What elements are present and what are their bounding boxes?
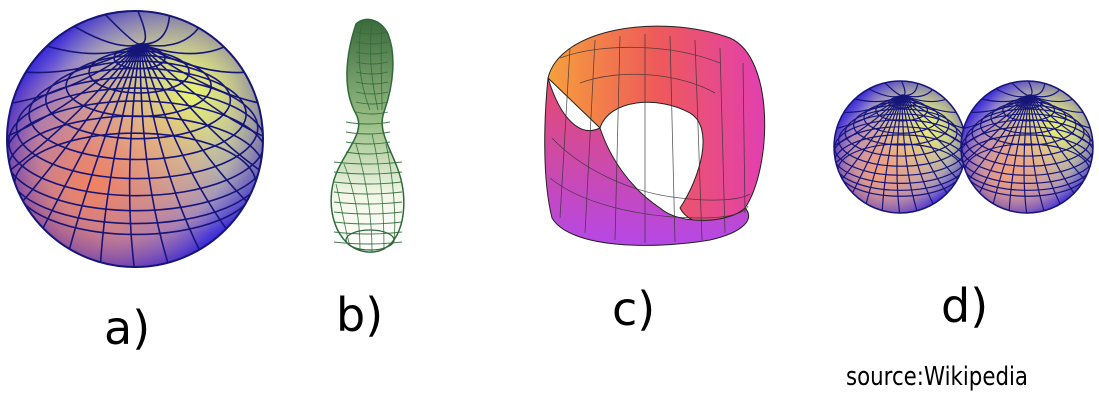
label-a: a) bbox=[104, 305, 150, 351]
mobius-strip-figure bbox=[540, 18, 772, 250]
label-d: d) bbox=[941, 283, 988, 329]
sphere-figure bbox=[5, 8, 265, 270]
label-b: b) bbox=[336, 292, 383, 338]
source-caption: source:Wikipedia bbox=[846, 364, 1028, 390]
two-spheres-figure bbox=[832, 80, 1094, 214]
klein-bottle-figure bbox=[316, 14, 418, 260]
label-c: c) bbox=[612, 286, 655, 332]
